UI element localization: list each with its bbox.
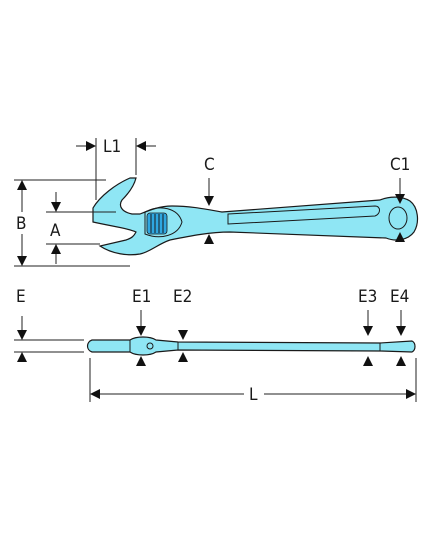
label-E4: E4 <box>390 287 409 307</box>
wrench-top-body <box>92 177 419 256</box>
label-A: A <box>50 221 61 241</box>
dimension-L1: L1 <box>76 137 156 200</box>
dimension-C1: C1 <box>390 155 410 242</box>
label-L: L <box>249 385 258 405</box>
wrench-side-view <box>86 336 416 356</box>
dimension-E: E <box>14 287 84 362</box>
label-E1: E1 <box>132 287 151 307</box>
label-E3: E3 <box>358 287 377 307</box>
wrench-side-body <box>86 336 416 356</box>
dimension-E2: E2 <box>173 287 192 362</box>
label-L1: L1 <box>103 137 121 157</box>
label-E2: E2 <box>173 287 192 307</box>
label-E: E <box>16 287 26 307</box>
dimension-E1: E1 <box>132 287 151 366</box>
dimension-E4: E4 <box>390 287 409 366</box>
wrench-top-view <box>92 177 419 256</box>
label-C: C <box>204 155 215 175</box>
adjusting-screw <box>146 212 168 235</box>
dimension-B: B <box>14 179 130 267</box>
dimension-E3: E3 <box>358 287 377 366</box>
dimension-L: L <box>89 358 417 405</box>
label-C1: C1 <box>390 155 410 175</box>
handle-hole <box>388 206 408 230</box>
dimension-A: A <box>46 192 116 264</box>
label-B: B <box>16 214 27 234</box>
dimension-C: C <box>204 155 215 244</box>
